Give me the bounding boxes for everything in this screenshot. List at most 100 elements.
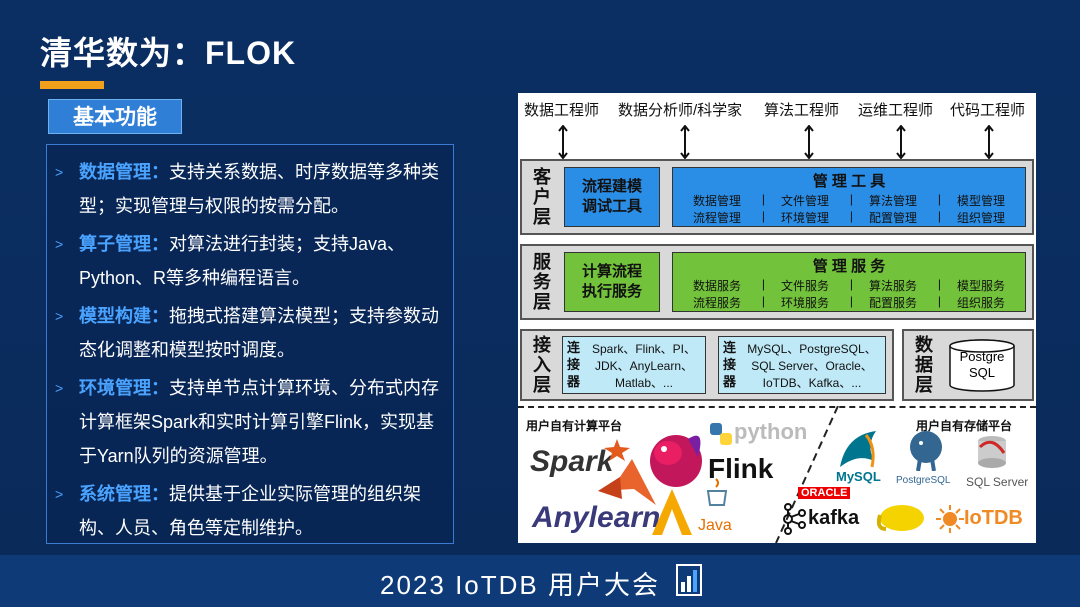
service-grid: 数据服务 文件服务 算法服务 模型服务 流程服务 环境服务 配置服务 组织服务 — [673, 277, 1025, 311]
feature-text: 拖拽式搭建算法模型；支持参数动态化调整和模型按时调度。 — [79, 306, 439, 360]
sqlserver-logo: SQL Server — [966, 475, 1029, 489]
footer-title: 2023 IoTDB 用户大会 — [380, 570, 660, 600]
flink-logo: Flink — [708, 453, 774, 484]
compute-platform-label: 用户自有计算平台 — [526, 419, 623, 433]
hadoop-elephant-icon — [876, 505, 924, 531]
kafka-icon — [783, 503, 806, 535]
db-label: Postgre SQL — [959, 349, 1005, 380]
mysql-logo: MySQL — [836, 469, 881, 484]
tool-grid: 数据管理 文件管理 算法管理 模型管理 流程管理 环境管理 配置管理 组织管理 — [673, 192, 1025, 226]
feature-key: 算子管理： — [79, 234, 169, 254]
slide: 清华数为：FLOK 基本功能 > 数据管理：支持关系数据、时序数据等多种类型；实… — [0, 0, 1080, 555]
layer-name: 服务层 — [533, 252, 551, 312]
service-item: 数据服务 — [673, 277, 765, 294]
role-row: 数据工程师 数据分析师/科学家 算法工程师 运维工程师 代码工程师 — [518, 99, 1036, 123]
feature-text: 对算法进行封装；支持Java、Python、R等多种编程语言。 — [79, 234, 406, 288]
anylearn-logo: Anylearn — [532, 501, 661, 534]
role-label: 数据工程师 — [524, 102, 600, 119]
double-arrow-icon — [680, 125, 690, 159]
feature-text: 支持关系数据、时序数据等多种类型；实现管理与权限的按需分配。 — [79, 162, 439, 216]
layer-name: 客户层 — [533, 167, 551, 227]
matlab-icon — [598, 459, 656, 505]
service-item: 算法服务 — [849, 277, 941, 294]
postgresql-elephant-icon — [910, 431, 942, 471]
iotdb-sun-icon — [936, 505, 964, 533]
tool-item: 文件管理 — [761, 192, 853, 209]
iotdb-logo: IoTDB — [964, 507, 1023, 529]
layer-name: 接入层 — [533, 335, 551, 395]
architecture-diagram: 数据工程师 数据分析师/科学家 算法工程师 运维工程师 代码工程师 客户层 流程… — [518, 93, 1036, 543]
divider — [518, 406, 1036, 408]
service-item: 环境服务 — [761, 294, 853, 311]
anylearn-a-icon — [652, 489, 692, 535]
java-cup-icon — [706, 478, 728, 506]
storage-connector-list: MySQL、PostgreSQL、 SQL Server、Oracle、 IoT… — [747, 342, 877, 390]
data-layer: 数据层 Postgre SQL — [902, 329, 1034, 401]
tool-item: 组织管理 — [956, 211, 1005, 225]
feature-key: 环境管理： — [79, 378, 169, 398]
modeling-tool-box: 流程建模 调试工具 — [564, 167, 660, 227]
flink-squirrel-icon — [650, 435, 702, 487]
double-arrow-icon — [558, 125, 568, 159]
tool-item: 算法管理 — [849, 192, 941, 209]
tool-item: 模型管理 — [956, 194, 1005, 208]
feature-key: 系统管理： — [79, 484, 169, 504]
feature-item-4: > 系统管理：提供基于企业实际管理的组织架构、人员、角色等定制维护。 — [55, 477, 445, 545]
client-layer: 客户层 流程建模 调试工具 管 理 工 具 数据管理 文件管理 算法管理 模型管… — [520, 159, 1034, 235]
box-title: 管 理 工 具 — [812, 173, 886, 190]
page-title: 清华数为：FLOK — [40, 35, 297, 71]
connector-label: 连接器 — [723, 340, 737, 389]
management-tools-box: 管 理 工 具 数据管理 文件管理 算法管理 模型管理 流程管理 环境管理 配置… — [672, 167, 1026, 227]
oracle-logo: ORACLE — [798, 487, 851, 499]
role-label: 算法工程师 — [764, 102, 840, 119]
compute-connector-box: 连接器 Spark、Flink、PI、 JDK、AnyLearn、 Matlab… — [562, 336, 706, 394]
feature-key: 数据管理： — [79, 162, 169, 182]
chevron-right-icon: > — [55, 236, 64, 252]
chevron-right-icon: > — [55, 380, 64, 396]
python-icon — [710, 423, 732, 445]
chevron-right-icon: > — [55, 486, 64, 502]
title-underline — [40, 81, 104, 89]
execution-service-box: 计算流程 执行服务 — [564, 252, 660, 312]
box-title: 管 理 服 务 — [812, 258, 886, 275]
chevron-right-icon: > — [55, 164, 64, 180]
postgresql-logo: PostgreSQL — [896, 475, 951, 486]
spark-logo: Spark — [530, 445, 614, 478]
kafka-logo: kafka — [808, 507, 860, 529]
role-label: 数据分析师/科学家 — [618, 102, 743, 119]
spark-star-icon — [604, 439, 630, 461]
layer-name: 数据层 — [915, 335, 933, 395]
sqlserver-icon — [978, 436, 1006, 468]
double-arrow-icon — [984, 125, 994, 159]
service-item: 组织服务 — [956, 296, 1005, 310]
role-label: 运维工程师 — [858, 102, 934, 119]
connector-label: 连接器 — [567, 340, 581, 389]
database-icon — [949, 339, 1015, 392]
double-arrow-icon — [804, 125, 814, 159]
tool-item: 环境管理 — [761, 209, 853, 226]
service-item: 模型服务 — [956, 279, 1005, 293]
feature-item-2: > 模型构建：拖拽式搭建算法模型；支持参数动态化调整和模型按时调度。 — [55, 299, 445, 367]
feature-key: 模型构建： — [79, 306, 169, 326]
service-layer: 服务层 计算流程 执行服务 管 理 服 务 数据服务 文件服务 算法服务 模型服… — [520, 244, 1034, 320]
python-logo: python — [734, 419, 808, 444]
iotdb-logo-icon — [676, 564, 702, 596]
service-item: 流程服务 — [673, 294, 765, 311]
mysql-dolphin-icon — [840, 431, 876, 468]
feature-item-3: > 环境管理：支持单节点计算环境、分布式内存计算框架Spark和实时计算引擎Fl… — [55, 371, 445, 473]
service-item: 文件服务 — [761, 277, 853, 294]
double-arrow-icon — [896, 125, 906, 159]
feature-text: 支持单节点计算环境、分布式内存计算框架Spark和实时计算引擎Flink，实现基… — [79, 378, 439, 466]
role-label: 代码工程师 — [950, 102, 1026, 119]
tool-item: 流程管理 — [673, 209, 765, 226]
footer-bar: 2023 IoTDB 用户大会 — [0, 555, 1080, 607]
feature-text: 提供基于企业实际管理的组织架构、人员、角色等定制维护。 — [79, 484, 421, 538]
section-tag: 基本功能 — [48, 99, 182, 134]
java-logo: Java — [698, 517, 732, 534]
feature-item-1: > 算子管理：对算法进行封装；支持Java、Python、R等多种编程语言。 — [55, 227, 445, 295]
tool-item: 配置管理 — [849, 209, 941, 226]
feature-list: > 数据管理：支持关系数据、时序数据等多种类型；实现管理与权限的按需分配。 > … — [46, 144, 454, 544]
storage-platform-label: 用户自有存储平台 — [916, 419, 1013, 433]
feature-item-0: > 数据管理：支持关系数据、时序数据等多种类型；实现管理与权限的按需分配。 — [55, 155, 445, 223]
tool-item: 数据管理 — [673, 192, 765, 209]
